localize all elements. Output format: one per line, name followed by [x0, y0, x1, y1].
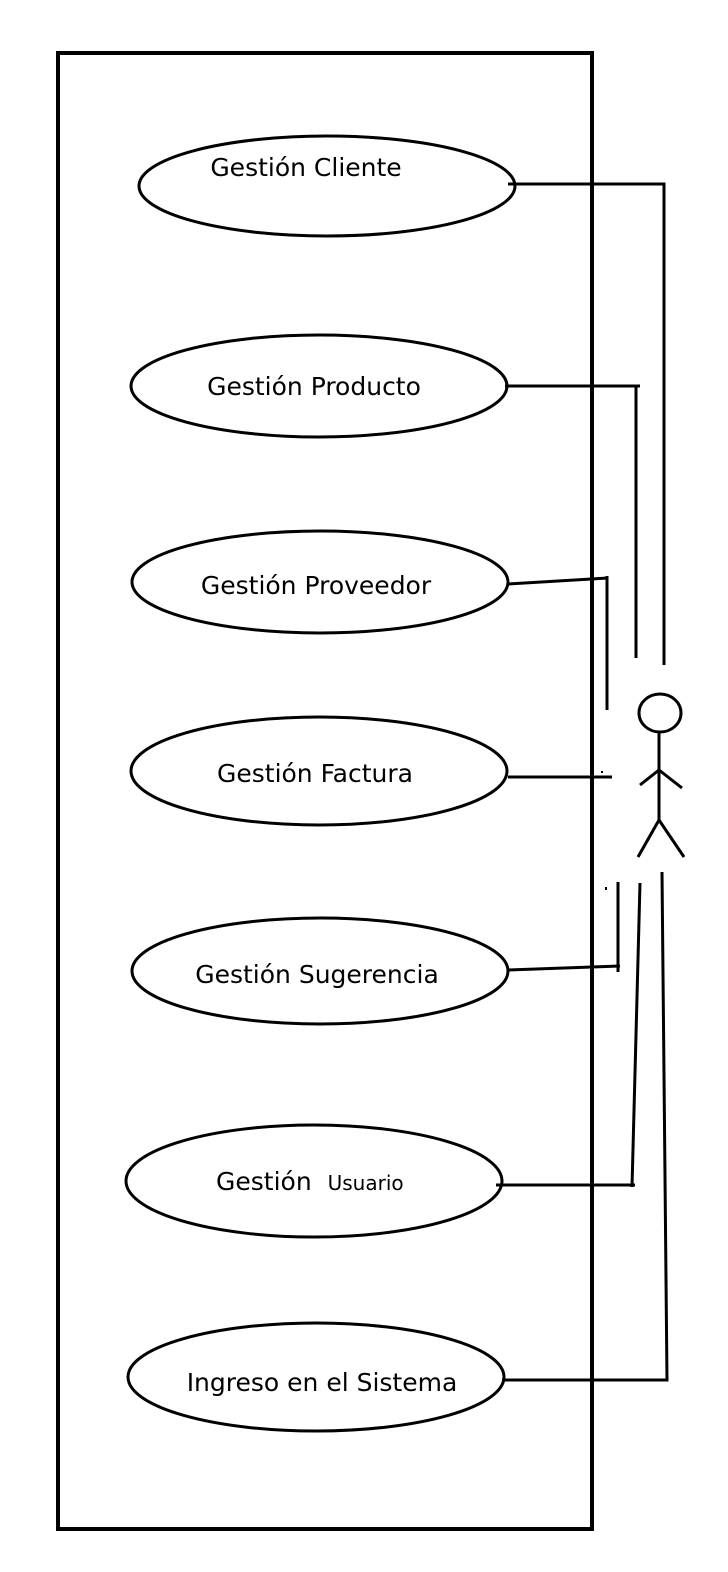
use-case-label: Gestión Usuario: [216, 1167, 404, 1196]
use-case-label: Gestión Sugerencia: [195, 960, 439, 989]
use-case-label: Gestión Cliente: [210, 153, 401, 182]
system-boundary: [56, 51, 594, 1531]
speck: [601, 771, 603, 773]
use-case-gestion-sugerencia: Gestión Sugerencia: [130, 916, 510, 1026]
use-case-label-main: Gestión: [216, 1167, 312, 1196]
use-case-gestion-cliente: Gestión Cliente: [137, 134, 517, 238]
use-case-ellipse: [130, 916, 510, 1026]
use-case-label: Gestión Producto: [207, 372, 421, 401]
use-case-gestion-usuario: Gestión Usuario: [124, 1123, 504, 1239]
use-case-label: Gestión Factura: [217, 759, 413, 788]
use-case-ellipse: [137, 134, 517, 238]
use-case-ellipse: [124, 1123, 504, 1239]
actor-figure: [636, 692, 686, 858]
actor-arms: [639, 768, 683, 790]
use-case-ellipse: [126, 1321, 506, 1433]
use-case-label: Gestión Proveedor: [201, 571, 432, 600]
use-case-label: Ingreso en el Sistema: [187, 1368, 458, 1397]
association-cliente: [508, 182, 666, 665]
use-case-ellipse: [130, 529, 510, 635]
actor-legs: [636, 817, 686, 858]
association-lines: [496, 182, 669, 1382]
association-usuario-drop: [630, 882, 642, 1188]
use-case-gestion-producto: Gestión Producto: [129, 333, 509, 439]
association-ingreso: [502, 871, 669, 1382]
use-case-gestion-proveedor: Gestión Proveedor: [130, 529, 510, 635]
use-case-label-small: Usuario: [328, 1171, 404, 1195]
actor-head: [637, 692, 683, 734]
use-case-ellipse: [129, 715, 509, 827]
association-sugerencia: [507, 964, 621, 972]
use-case-gestion-factura: Gestión Factura: [129, 715, 509, 827]
association-proveedor: [507, 576, 609, 586]
speck: [605, 887, 607, 890]
use-case-ingreso-sistema: Ingreso en el Sistema: [126, 1321, 506, 1433]
